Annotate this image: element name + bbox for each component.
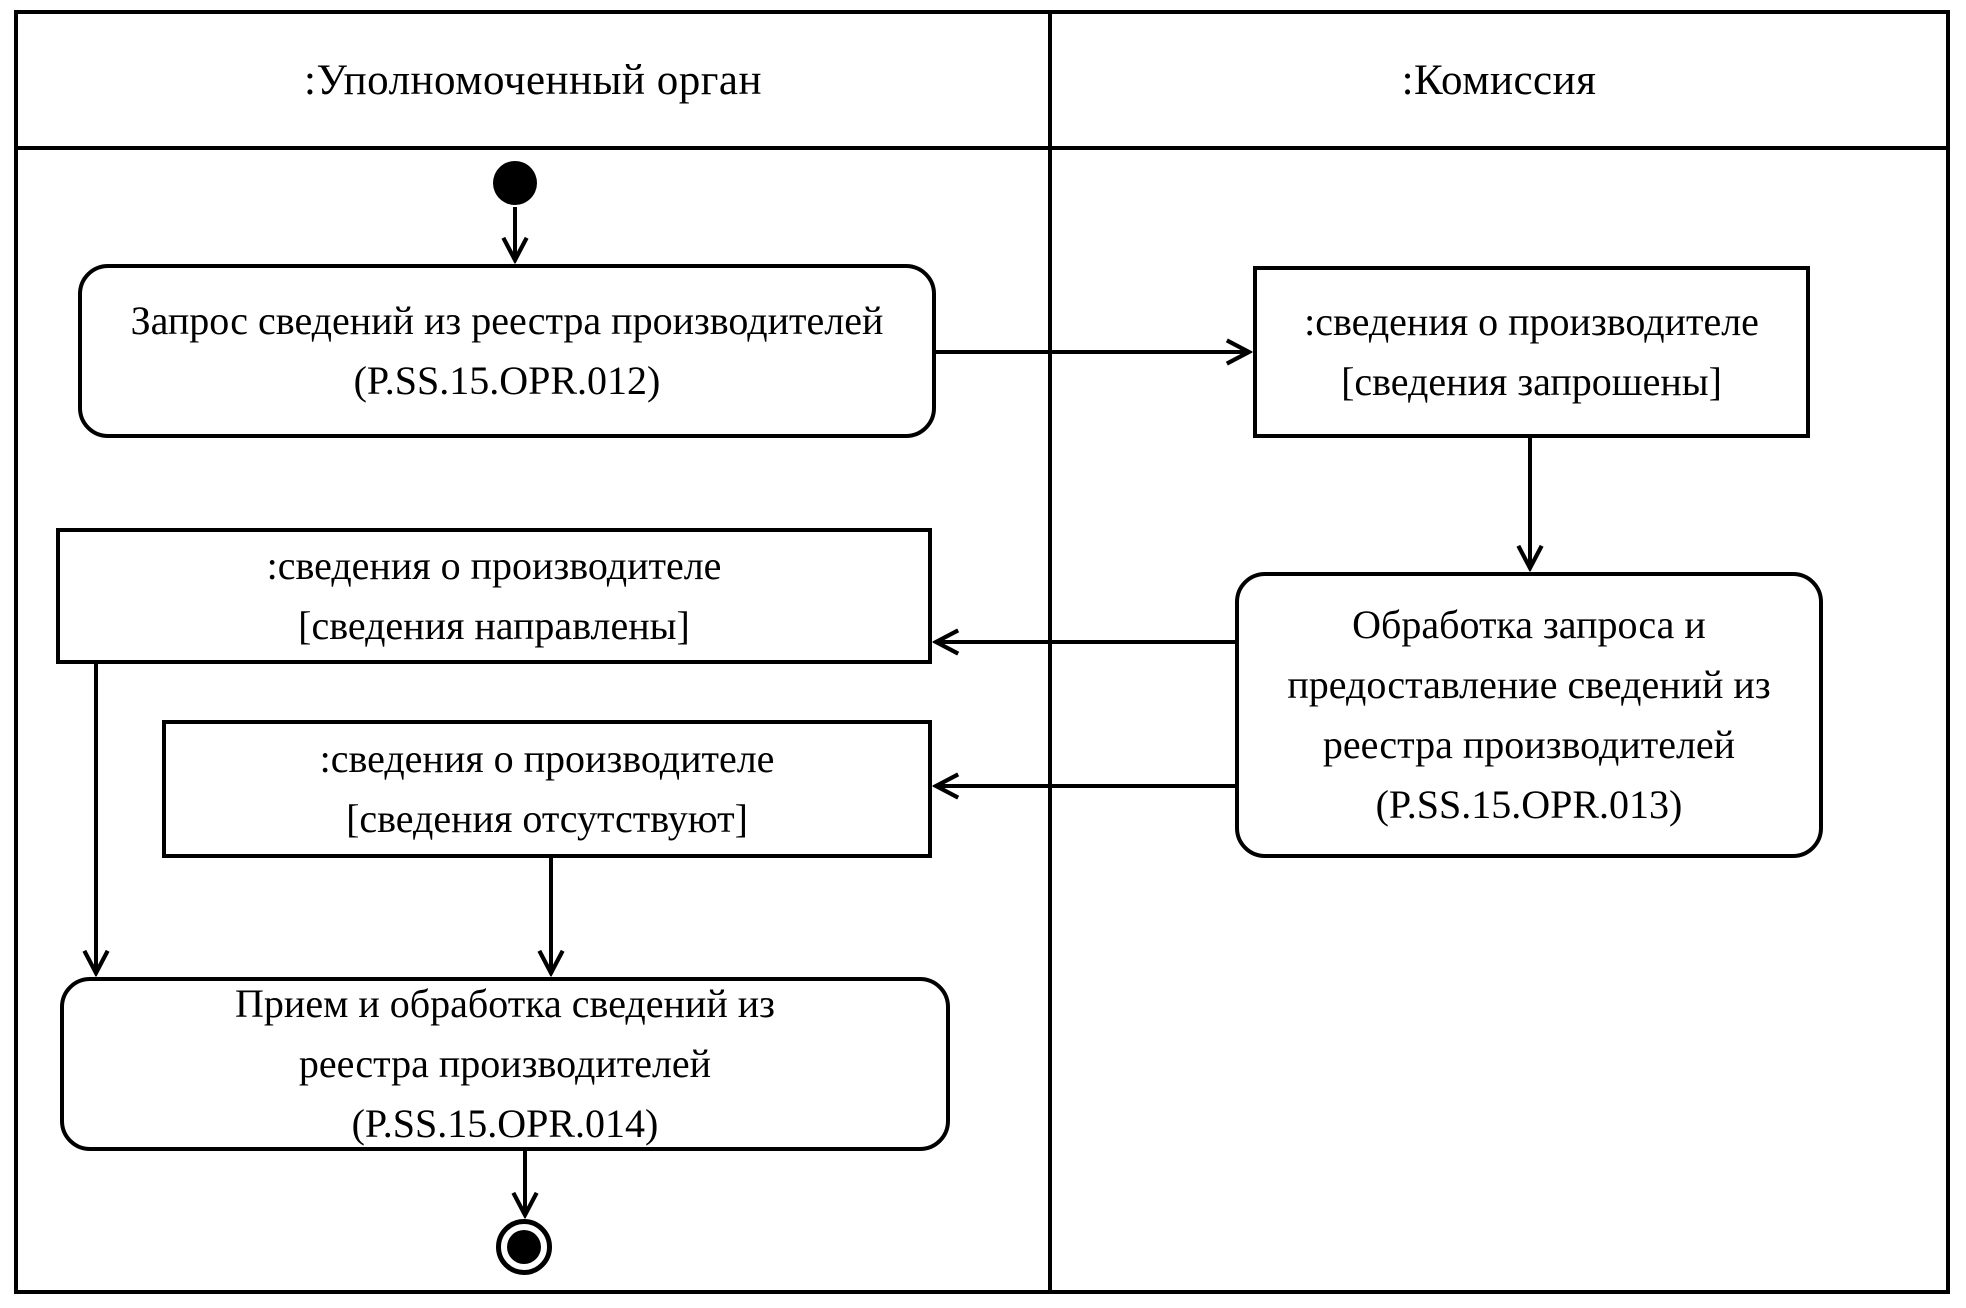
lane-title-commission: :Комиссия [1401,56,1597,104]
lane-header-separator [14,146,1950,150]
object-node-info-requested: :сведения о производителе [сведения запр… [1253,266,1810,438]
final-node [496,1219,552,1275]
object-node-info-sent: :сведения о производителе [сведения напр… [56,528,932,664]
initial-node [493,161,537,205]
action-node-request-registry-data: Запрос сведений из реестра производителе… [78,264,936,438]
object-node-info-absent: :сведения о производителе [сведения отсу… [162,720,932,858]
final-node-dot [507,1230,541,1264]
lane-title-authorized-body: :Уполномоченный орган [304,56,762,104]
action-node-receive-process-data: Прием и обработка сведений из реестра пр… [60,977,950,1151]
diagram-outer-frame [14,10,1950,1294]
swimlane-divider [1048,10,1052,1294]
action-node-process-request: Обработка запроса и предоставление сведе… [1235,572,1823,858]
